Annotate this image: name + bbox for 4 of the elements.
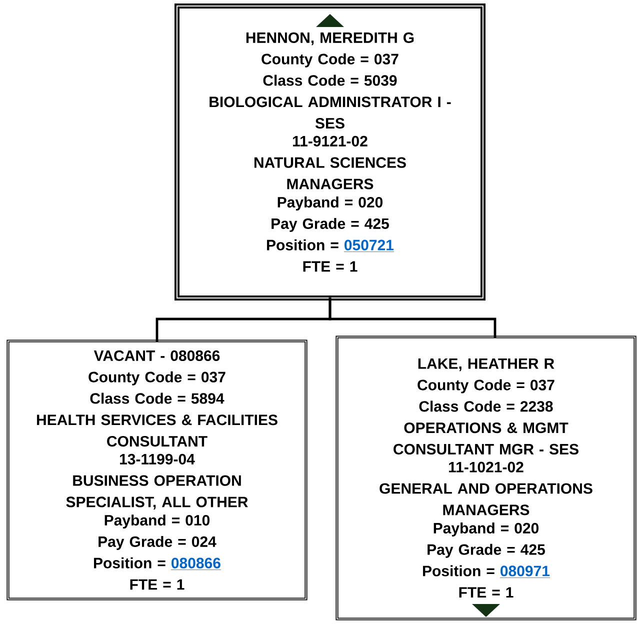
employee-box: HENNON, MEREDITH G County Code = 037 Class Code = 5039 BIOLOGICAL ADMINISTRATOR I - SES 11-9121-02 NATURAL SCIENCES MANAGERS Payband = 020 Pay Grade = 425 Position = 050721 FTE = 1 (174, 4, 486, 300)
employee-box: VACANT - 080866 County Code = 037 Class Code = 5894 HEALTH SERVICES & FACILITIES CONSULTANT 13-1199-04 BUSINESS OPERATION SPECIALIST, ALL OTHER Payband = 010 Pay Grade = 024 Position = 080866 FTE = 1 (6, 340, 308, 600)
employee-box: LAKE, HEATHER R County Code = 037 Class Code = 2238 OPERATIONS & MGMT CONSULTANT MGR - SES 11-1021-02 GENERAL AND OPERATIONS MANAGERS Payband = 020 Pay Grade = 425 Position = 080971 FTE = 1 (336, 336, 636, 620)
connector-line (328, 298, 496, 338)
